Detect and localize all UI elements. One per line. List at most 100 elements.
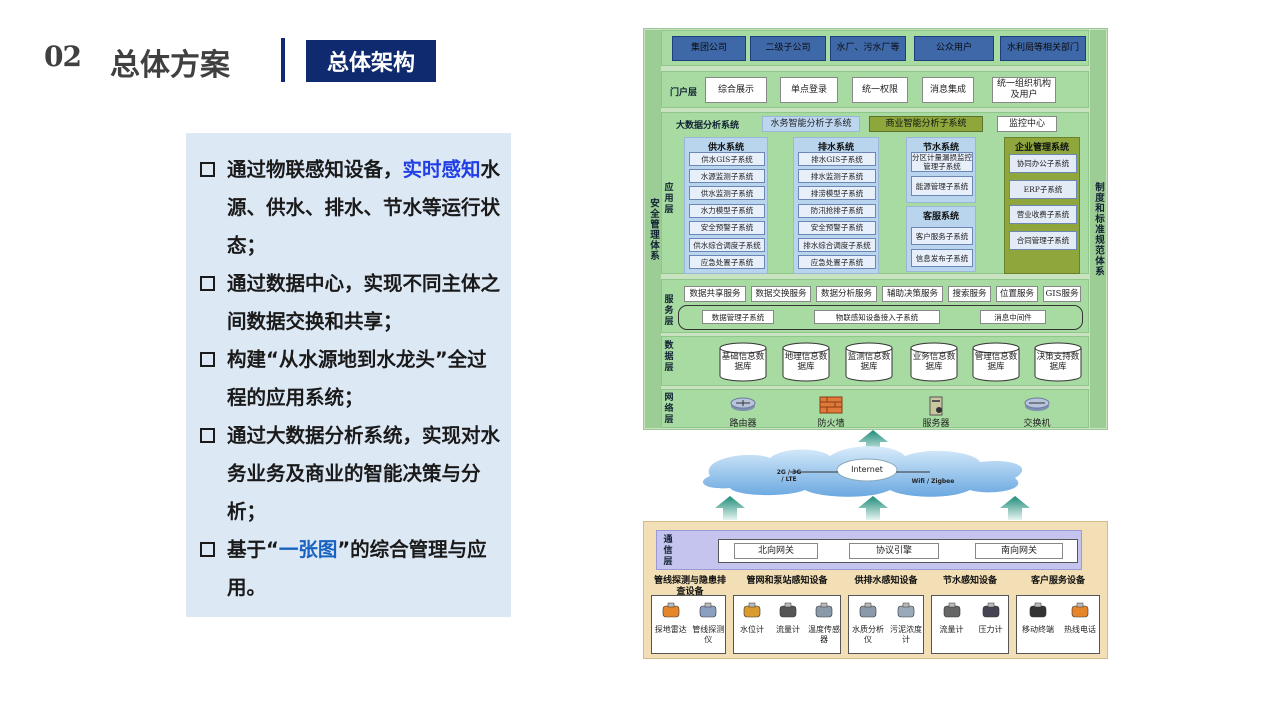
subsystem-item: 排涝模型子系统 (798, 186, 876, 201)
supply-system-title: 供水系统 (707, 143, 744, 153)
user-group-box: 公众用户 (914, 36, 994, 61)
bullet-text: 通过大数据分析系统，实现对水务业务及商业的智能决策与分析； (227, 424, 501, 523)
bullet-item: 通过物联感知设备，实时感知水源、供水、排水、节水等运行状态； (200, 151, 501, 265)
bullet-item: 构建“从水源地到水龙头”全过程的应用系统； (200, 341, 501, 417)
network-device-label: 交换机 (1023, 419, 1051, 429)
subsystem-item: 分区计量漏损监控管理子系统 (911, 152, 973, 172)
save-system-column: 节水系统分区计量漏损监控管理子系统能源管理子系统 (906, 137, 976, 203)
bullet-item: 通过大数据分析系统，实现对水务业务及商业的智能决策与分析； (200, 417, 501, 531)
cs-system-title: 客服系统 (922, 212, 959, 222)
subsystem-item: 营业收费子系统 (1009, 205, 1077, 224)
device-group-title: 客户服务设备 (1030, 576, 1085, 586)
bigdata-item: 商业智能分析子系统 (869, 116, 983, 132)
gateway-item: 南向网关 (975, 543, 1063, 559)
device-label: 污泥浓度计 (890, 625, 922, 644)
subsystem-item: 排水综合调度子系统 (798, 238, 876, 252)
gateway-item: 协议引擎 (849, 543, 939, 559)
checkbox-square-icon (200, 352, 215, 367)
subsystem-item: 排水监测子系统 (798, 169, 876, 184)
data-row: 数据层 基础信息数据库地理信息数据库监测信息数据库业务信息数据库管理信息数据库决… (661, 336, 1089, 386)
database-cylinder-icon: 地理信息数据库 (782, 342, 830, 382)
server-icon (923, 396, 949, 416)
bigdata-label: 大数据分析系统 (676, 121, 740, 131)
database-label: 基础信息数据库 (721, 352, 765, 372)
bullet-item: 基于“一张图”的综合管理与应用。 (200, 531, 501, 607)
subsystem-item: 排水GIS子系统 (798, 152, 876, 166)
highlight-text: 一张图 (278, 538, 338, 561)
bullet-panel: 通过物联感知设备，实时感知水源、供水、排水、节水等运行状态； 通过数据中心，实现不… (186, 133, 511, 617)
checkbox-square-icon (200, 542, 215, 557)
standards-bar: 制度和标准规范体系 (1090, 30, 1106, 428)
service-module: 数据管理子系统 (702, 310, 774, 324)
mobile-network-label: 2G / 3G / LTE (776, 469, 802, 483)
device-label: 移动终端 (1022, 625, 1054, 634)
device-icon (777, 602, 799, 620)
portal-item: 单点登录 (780, 77, 838, 103)
subsystem-item: 安全预警子系统 (689, 220, 765, 235)
bullet-text: 通过数据中心，实现不同主体之间数据交换和共享； (227, 272, 501, 333)
service-item: 数据交换服务 (751, 286, 811, 302)
highlight-text: 实时感知 (402, 158, 481, 181)
database-label: 地理信息数据库 (784, 352, 828, 372)
bullet-text: 构建“从水源地到水龙头”全过程的应用系统； (227, 348, 487, 409)
bullet-item: 通过数据中心，实现不同主体之间数据交换和共享； (200, 265, 501, 341)
bullet-text: 基于“一张图”的综合管理与应用。 (227, 538, 487, 599)
subsystem-item: 供水综合调度子系统 (689, 238, 765, 252)
device-icon (741, 602, 763, 620)
database-cylinder-icon: 基础信息数据库 (719, 342, 767, 382)
subsystem-item: 协同办公子系统 (1009, 154, 1077, 173)
portal-row: 门户层 综合展示单点登录统一权限消息集成统一组织机构及用户 (661, 71, 1089, 108)
subsystem-item: 供水监测子系统 (689, 186, 765, 201)
device-label: 管线探测仪 (692, 625, 725, 644)
save-system-title: 节水系统 (922, 143, 959, 153)
service-item: 搜索服务 (948, 286, 991, 302)
device-label: 流量计 (776, 625, 800, 634)
device-icon (1069, 602, 1091, 620)
subsystem-item: 防汛抢排子系统 (798, 203, 876, 218)
supply-system-column: 供水系统供水GIS子系统水源监测子系统供水监测子系统水力模型子系统安全预警子系统… (684, 137, 768, 274)
device-icon (1027, 602, 1049, 620)
subsystem-item: 供水GIS子系统 (689, 152, 765, 166)
subsystem-item: 能源管理子系统 (911, 176, 973, 196)
up-arrow-left (715, 496, 745, 520)
checkbox-square-icon (200, 276, 215, 291)
app-layer-label: 应用层 (664, 183, 674, 215)
subsystem-item: 应急处置子系统 (689, 255, 765, 270)
device-icon (813, 602, 835, 620)
device-label: 压力计 (978, 625, 1003, 634)
database-label: 业务信息数据库 (912, 352, 956, 372)
bigdata-item: 监控中心 (997, 116, 1057, 132)
device-icon (857, 602, 879, 620)
network-layer-label: 网络层 (664, 393, 674, 425)
user-group-box: 水利局等相关部门 (1000, 36, 1086, 61)
portal-item: 统一组织机构及用户 (992, 77, 1056, 103)
switch-icon (1024, 396, 1050, 416)
data-layer-label: 数据层 (664, 341, 674, 373)
user-group-box: 集团公司 (672, 36, 746, 61)
network-device-label: 防火墙 (817, 419, 845, 429)
application-area: 大数据分析系统 应用层 水务智能分析子系统商业智能分析子系统监控中心供水系统供水… (661, 112, 1089, 274)
drain-system-column: 排水系统排水GIS子系统排水监测子系统排涝模型子系统防汛抢排子系统安全预警子系统… (793, 137, 879, 274)
device-label: 探地雷达 (654, 625, 687, 634)
device-label: 温度传感器 (808, 625, 840, 644)
section-badge: 总体架构 (306, 40, 436, 82)
device-icon (660, 602, 682, 620)
subsystem-item: 合同管理子系统 (1009, 230, 1077, 250)
user-group-box: 二级子公司 (750, 36, 826, 61)
section-title: 总体方案 (110, 48, 230, 83)
device-icon (895, 602, 917, 620)
subsystem-item: 应急处置子系统 (798, 255, 876, 270)
service-item: 数据分析服务 (816, 286, 877, 302)
security-management-bar: 安全管理体系 (645, 30, 661, 428)
network-cloud-graphic (702, 430, 1030, 520)
service-bottom-frame (678, 305, 1083, 330)
service-item: 位置服务 (996, 286, 1038, 302)
gateway-item: 北向网关 (734, 543, 818, 559)
network-device-label: 服务器 (922, 419, 950, 429)
device-group-box: 水位计流量计温度传感器 (733, 595, 841, 654)
device-group-box: 水质分析仪污泥浓度计 (848, 595, 924, 654)
database-cylinder-icon: 管理信息数据库 (972, 342, 1020, 382)
device-group-box: 探地雷达管线探测仪 (651, 595, 726, 654)
service-module: 物联感知设备接入子系统 (814, 310, 940, 324)
